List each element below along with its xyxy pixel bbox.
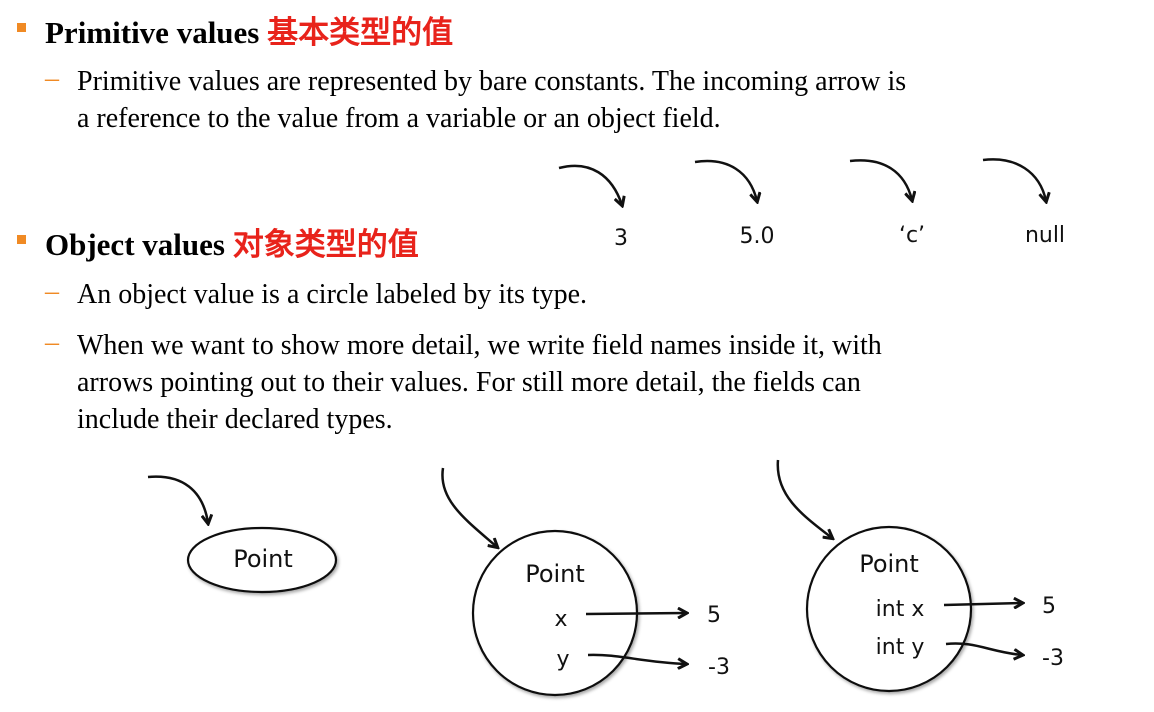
section-heading-object: Object values 对象类型的值 (45, 219, 419, 264)
field-value: 5 (707, 603, 721, 628)
field-arrow (945, 642, 1022, 655)
object-circle (805, 525, 973, 693)
object-type-label: Point (233, 545, 293, 573)
field-value: -3 (1042, 646, 1064, 671)
field-name: y (556, 647, 569, 672)
primitive-value-char: ‘c’ (899, 223, 925, 248)
field-name: int y (876, 635, 925, 660)
object-type-label: Point (525, 560, 585, 588)
primitive-desc-line-2: a reference to the value from a variable… (77, 103, 721, 134)
dash-bullet-icon: – (45, 276, 59, 307)
section-heading-primitive: Primitive values 基本类型的值 (45, 7, 453, 52)
bullet-square-icon (17, 235, 26, 244)
heading-text-cn: 对象类型的值 (232, 227, 419, 263)
heading-text-cn: 基本类型的值 (267, 15, 454, 51)
incoming-arrow (849, 159, 912, 200)
field-value: 5 (1042, 594, 1056, 619)
incoming-arrow (558, 164, 622, 205)
bullet-square-icon (17, 23, 26, 32)
primitive-desc-line-1: Primitive values are represented by bare… (77, 66, 907, 97)
dash-bullet-icon: – (45, 63, 59, 94)
heading-text: Object values (45, 227, 225, 262)
heading-text: Primitive values (45, 15, 260, 50)
primitive-value-double: 5.0 (740, 224, 775, 249)
field-arrow (587, 653, 686, 664)
field-name: int x (876, 597, 925, 622)
incoming-arrow (982, 158, 1046, 201)
incoming-arrow (147, 475, 208, 523)
dash-bullet-icon: – (45, 327, 59, 358)
object-desc-line-3: arrows pointing out to their values. For… (77, 367, 861, 398)
object-type-label: Point (859, 550, 919, 578)
primitive-value-null: null (1025, 223, 1065, 248)
primitive-value-3: 3 (614, 226, 628, 251)
object-ellipse (186, 526, 338, 594)
incoming-arrow (694, 159, 757, 201)
field-value: -3 (708, 655, 730, 680)
incoming-arrow (441, 467, 497, 547)
field-name: x (554, 607, 567, 632)
object-desc-line-1: An object value is a circle labeled by i… (77, 279, 588, 310)
object-desc-line-4: include their declared types. (77, 404, 393, 435)
incoming-arrow (776, 459, 832, 538)
field-arrow (943, 603, 1022, 605)
field-arrow (585, 613, 686, 614)
object-desc-line-2: When we want to show more detail, we wri… (77, 330, 882, 361)
